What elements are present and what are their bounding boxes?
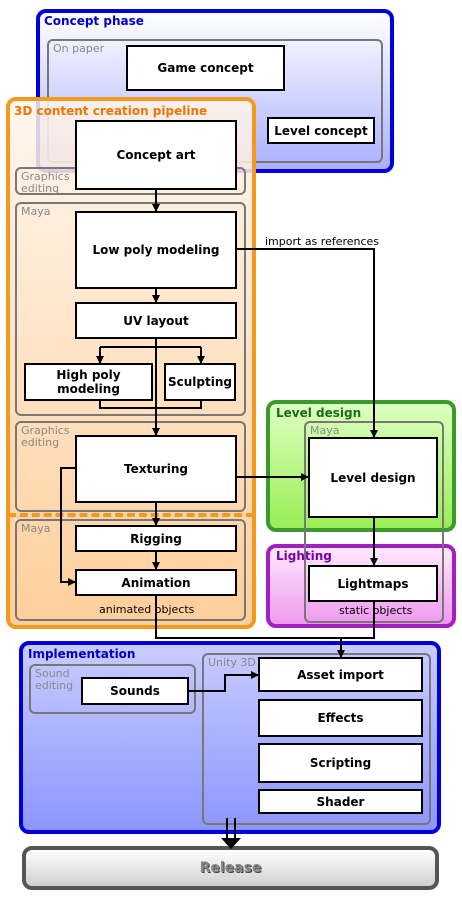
unity-label: Unity 3D — [208, 656, 256, 669]
scripting-node: Scripting — [258, 743, 423, 783]
concept-phase-title: Concept phase — [44, 14, 144, 28]
animated-objects-label: animated objects — [99, 603, 195, 616]
concept-art-node: Concept art — [75, 120, 237, 190]
edge-lightmaps-assetimport — [337, 601, 375, 658]
texturing-node: Texturing — [75, 435, 237, 503]
sounds-node: Sounds — [81, 677, 189, 705]
level-design-node: Level design — [308, 437, 438, 518]
sound-editing-group: Sound editing — [29, 664, 196, 714]
release-bar: Release — [22, 846, 439, 890]
unity-group: Unity 3D — [202, 653, 431, 825]
maya-label-1: Maya — [21, 205, 51, 218]
graphics-editing-group-2: Graphics editing — [15, 421, 246, 512]
pipeline-dashed-divider — [8, 513, 254, 517]
level-design-phase-title: Level design — [276, 406, 362, 420]
lightmaps-node: Lightmaps — [308, 565, 438, 602]
edge-highpoly-sculpting-join — [99, 400, 202, 409]
uv-layout-node: UV layout — [75, 302, 237, 339]
release-label: Release — [199, 860, 262, 876]
low-poly-modeling-node: Low poly modeling — [75, 211, 237, 289]
implementation-phase-title: Implementation — [28, 647, 136, 661]
sound-editing-label: Sound editing — [35, 667, 74, 692]
sculpting-node: Sculpting — [164, 363, 236, 401]
level-concept-node: Level concept — [267, 117, 375, 144]
animation-node: Animation — [75, 569, 237, 596]
release-double-arrow — [221, 818, 241, 849]
rigging-node: Rigging — [75, 525, 237, 552]
maya-level-label: Maya — [310, 424, 340, 437]
edge-texturing-animation — [60, 467, 76, 586]
import-as-references-label: import as references — [265, 235, 380, 248]
edge-animation-assetimport — [155, 596, 341, 639]
edge-sounds-assetimport — [188, 671, 259, 692]
maya-group-1: Maya — [15, 202, 246, 416]
static-objects-label: static objects — [339, 604, 413, 617]
edge-lowpoly-leveldesign — [236, 248, 378, 438]
high-poly-modeling-node: High poly modeling — [24, 363, 153, 401]
lighting-phase-title: Lighting — [276, 549, 332, 563]
maya-group-2: Maya — [15, 519, 246, 621]
maya-label-2: Maya — [21, 522, 51, 535]
shader-node: Shader — [258, 789, 423, 814]
game-concept-node: Game concept — [126, 45, 285, 91]
asset-import-node: Asset import — [258, 657, 423, 692]
edge-uv-split — [100, 338, 201, 348]
graphics-editing-label-1: Graphics editing — [21, 170, 70, 195]
pipeline-phase-title: 3D content creation pipeline — [14, 104, 208, 118]
graphics-editing-label-2: Graphics editing — [21, 424, 70, 449]
effects-node: Effects — [258, 699, 423, 737]
on-paper-label: On paper — [53, 42, 105, 55]
